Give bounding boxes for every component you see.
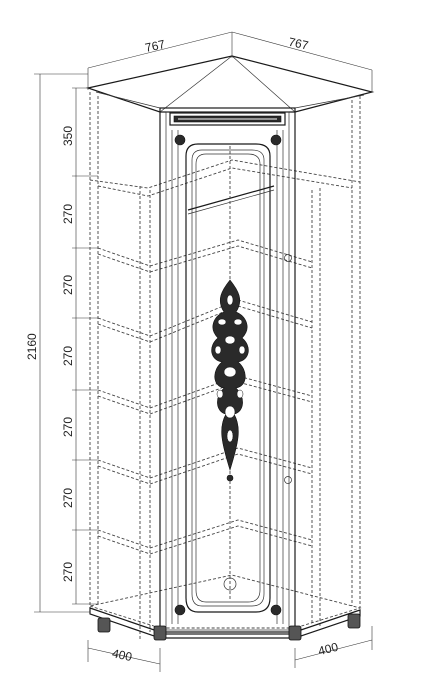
- cabinet-top: [85, 55, 375, 113]
- bottom-dimensions: 400 400: [87, 626, 373, 672]
- shelves: [97, 239, 313, 555]
- feet: [97, 613, 361, 641]
- dim-shelf-spacing-5: 270: [61, 488, 75, 508]
- hinge-icon: [284, 476, 292, 484]
- top-partition: [89, 159, 361, 197]
- right-side-panel: [311, 96, 361, 628]
- door-ornament-icon: [211, 279, 249, 482]
- cabinet-bottom: [88, 574, 362, 639]
- top-dimensions: 767 767: [87, 31, 373, 92]
- foot-icon: [153, 625, 167, 641]
- dim-bottom-right-depth: 400: [317, 640, 340, 659]
- dim-bottom-left-depth: 400: [111, 646, 134, 664]
- foot-icon: [97, 617, 111, 633]
- hinge-icon: [284, 254, 292, 262]
- dim-shelf-spacing-4: 270: [61, 417, 75, 437]
- dim-top-left-width: 767: [144, 37, 167, 55]
- dim-shelf-spacing-1: 270: [61, 204, 75, 224]
- dim-total-height: 2160: [25, 333, 39, 360]
- front-frame: [159, 107, 296, 635]
- door-panel: [174, 134, 292, 616]
- corner-carving-icon: [270, 604, 282, 616]
- dim-top-right-width: 767: [287, 35, 310, 53]
- left-side-panel: [89, 92, 151, 640]
- left-dimensions: 2160 350 270 270 270 270 270 270: [25, 73, 98, 613]
- foot-icon: [288, 625, 302, 641]
- dim-shelf-spacing-2: 270: [61, 275, 75, 295]
- corner-carving-icon: [270, 134, 282, 146]
- foot-icon: [347, 613, 361, 629]
- dim-top-section: 350: [61, 126, 75, 146]
- corner-carving-icon: [174, 604, 186, 616]
- dim-shelf-spacing-3: 270: [61, 346, 75, 366]
- corner-carving-icon: [174, 134, 186, 146]
- dim-shelf-spacing-6: 270: [61, 562, 75, 582]
